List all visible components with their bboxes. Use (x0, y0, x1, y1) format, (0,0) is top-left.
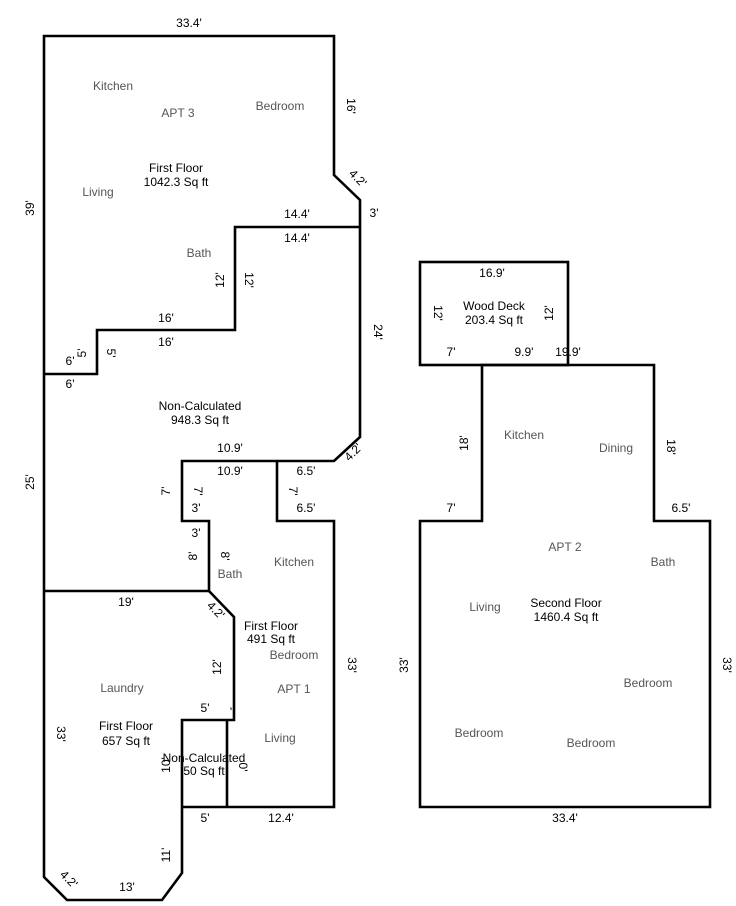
dim-left-33: 33' (54, 726, 68, 742)
room-bedroom-apt2-b: Bedroom (455, 726, 504, 740)
dim-apt1-33: 33' (345, 657, 359, 673)
dim-notch-6-5-in: 6.5' (297, 501, 316, 515)
area-noncalc-small-name: Non-Calculated (163, 751, 246, 765)
room-bath-small: Bath (218, 567, 243, 581)
dim-step-6-in: 6' (66, 377, 75, 391)
second-floor-outline (418, 363, 712, 809)
room-bedroom-apt3: Bedroom (256, 99, 305, 113)
dim-diag-4-2-b: 4.2' (342, 441, 365, 464)
dim-bottom-11: 11' (159, 848, 173, 863)
room-living-apt1: Living (264, 731, 295, 745)
dim-small-tick: ' (230, 705, 232, 719)
dim-apt1-12: 12' (210, 659, 224, 675)
dim-apt1-bottom-12-4: 12.4' (268, 811, 294, 825)
dim-bath-12-b: 12' (242, 272, 256, 288)
room-bath-apt3: Bath (187, 246, 212, 260)
dim-small-5-top: 5' (201, 701, 210, 715)
dim-step-5-b: 5' (104, 349, 118, 358)
dim-notch-8-a: 8' (186, 552, 200, 561)
area-deck-sqft: 203.4 Sq ft (465, 313, 524, 327)
apt3-boundary-wall (44, 225, 360, 376)
dim-small-0-right: 0' (236, 763, 250, 772)
dim-left-39: 39' (23, 200, 37, 216)
dim-mid-19: 19' (118, 595, 134, 609)
dim-deck-12-right: 12' (542, 305, 556, 321)
area-second-floor-sqft: 1460.4 Sq ft (534, 610, 599, 624)
dim-mid-16-out: 16' (158, 311, 174, 325)
dim-deck-16-9: 16.9' (479, 266, 505, 280)
area-noncalc-sqft: 948.3 Sq ft (171, 413, 230, 427)
dim-deck-19-9: 19.9' (555, 345, 581, 359)
dim-notch-3-b: 3' (192, 526, 201, 540)
dim-notch-3-a: 3' (192, 501, 201, 515)
room-living-apt3: Living (82, 185, 113, 199)
room-apt3: APT 3 (161, 106, 194, 120)
room-kitchen-apt3: Kitchen (93, 79, 133, 93)
area-noncalc-name: Non-Calculated (159, 399, 242, 413)
area-noncalc-small-sqft: 50 Sq ft (183, 764, 225, 778)
dim-bottom-13: 13' (119, 880, 135, 894)
dim-step-14-4-in: 14.4' (284, 231, 310, 245)
dim-right-24: 24' (371, 324, 385, 340)
dim-diag-4-2-c: 4.2' (204, 599, 227, 622)
room-living-apt2: Living (469, 600, 500, 614)
room-laundry: Laundry (100, 681, 143, 695)
apt1-outline-wall (182, 461, 336, 809)
dim-notch-7-b: 7' (191, 487, 205, 496)
dim-top-33-4: 33.4' (176, 16, 202, 30)
dim-sf-33-left: 33' (397, 657, 411, 673)
dim-right-3: 3' (370, 206, 379, 220)
dim-notch-7-c: 7' (286, 487, 300, 496)
dim-sf-6-5: 6.5' (672, 501, 691, 515)
dim-notch-10-9-out: 10.9' (217, 441, 243, 455)
dim-step-6-out: 6' (66, 354, 75, 368)
room-bedroom-apt1: Bedroom (270, 648, 319, 662)
first-floor-outline (42, 34, 362, 902)
dim-sf-33-right: 33' (720, 657, 734, 673)
dim-bath-12-a: 12' (213, 272, 227, 288)
room-kitchen-apt1: Kitchen (274, 555, 314, 569)
area-first-floor-top-name: First Floor (149, 161, 203, 175)
dim-small-5-bottom: 5' (201, 811, 210, 825)
room-apt1: APT 1 (277, 682, 310, 696)
area-first-floor-bl-name: First Floor (99, 719, 153, 733)
dim-notch-8-b: 8' (218, 552, 232, 561)
dim-small-10-left: 10' (159, 757, 173, 773)
room-dining-apt2: Dining (599, 441, 633, 455)
dim-sf-bottom-33-4: 33.4' (552, 811, 578, 825)
dim-deck-7: 7' (447, 345, 456, 359)
area-first-floor-bl-sqft: 657 Sq ft (102, 734, 151, 748)
area-first-floor-top-sqft: 1042.3 Sq ft (144, 175, 209, 189)
dim-mid-16-in: 16' (158, 335, 174, 349)
dim-diag-4-2-d: 4.2' (57, 868, 80, 891)
area-second-floor-name: Second Floor (530, 596, 601, 610)
dim-notch-6-5-out: 6.5' (297, 464, 316, 478)
dim-sf-18-right: 18' (664, 439, 678, 455)
room-bath-apt2: Bath (651, 555, 676, 569)
dim-notch-10-9-in: 10.9' (217, 464, 243, 478)
dim-right-16: 16' (344, 98, 358, 114)
area-first-floor-apt1-sqft: 491 Sq ft (247, 632, 296, 646)
dim-deck-9-9: 9.9' (515, 345, 534, 359)
area-deck-name: Wood Deck (463, 299, 526, 313)
dim-step-5-a: 5' (75, 349, 89, 358)
room-bedroom-apt2-c: Bedroom (567, 736, 616, 750)
dim-diag-4-2-a: 4.2' (346, 167, 369, 190)
dim-notch-7-a: 7' (159, 487, 173, 496)
room-bedroom-apt2-a: Bedroom (624, 676, 673, 690)
room-apt2: APT 2 (548, 540, 581, 554)
dim-left-25: 25' (23, 474, 37, 490)
dim-deck-12-left: 12' (431, 305, 445, 321)
dim-sf-7: 7' (447, 501, 456, 515)
area-first-floor-apt1-name: First Floor (244, 619, 298, 633)
dim-step-14-4-out: 14.4' (284, 207, 310, 221)
dim-sf-18-left: 18' (457, 435, 471, 451)
room-kitchen-apt2: Kitchen (504, 428, 544, 442)
